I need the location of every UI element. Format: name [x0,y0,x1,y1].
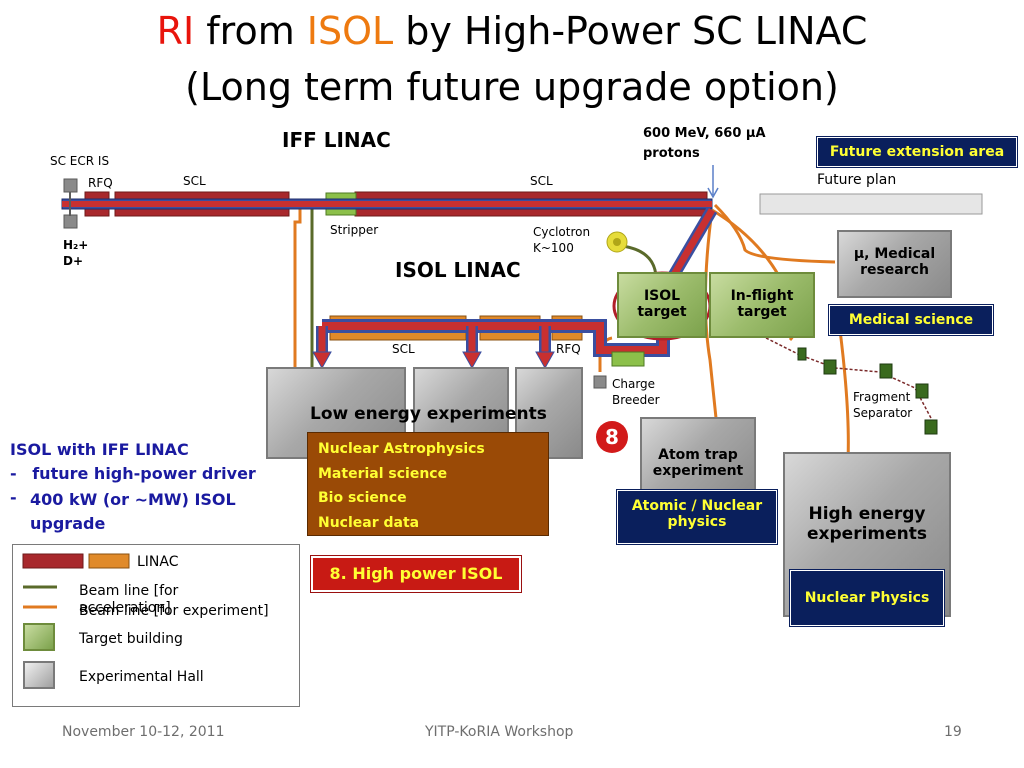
isol-linac [312,315,670,370]
atom-trap-box: Atom trap experiment [640,417,756,497]
footer-event: YITP-KoRIA Workshop [425,724,574,740]
fragment-label-1: Fragment [853,390,911,404]
marker-8-badge: 8 [596,421,628,453]
notes-heading: ISOL with IFF LINAC [10,440,189,459]
h2-label: H₂+ [63,238,89,252]
rfq-bottom-label: RFQ [556,342,581,356]
bullet-marker: - [10,464,17,483]
low-energy-topics-box: Nuclear Astrophysics Material science Bi… [307,432,549,536]
low-energy-label: Low energy experiments [310,404,547,424]
footer-date: November 10-12, 2011 [62,724,225,740]
notes-bullet-1: - future high-power driver [10,464,256,483]
iff-linac-label: IFF LINAC [282,128,391,152]
fragment-label-2: Separator [853,406,913,420]
future-plan-bar [759,193,983,215]
ecr-source-1 [63,178,78,193]
title-ri: RI [156,9,195,53]
future-plan-label: Future plan [817,172,897,188]
slide-subtitle: (Long term future upgrade option) [185,65,839,109]
charge-breeder [611,351,645,367]
high-energy-line2: experiments [807,524,927,544]
isol-target-line2: target [637,304,687,320]
iff-linac [61,191,713,217]
stripper-label: Stripper [330,223,379,237]
atom-trap-line2: experiment [652,463,744,479]
slide-title: RI from ISOL by High-Power SC LINAC [0,8,1024,54]
legend-beam-acc: Beam line [for acceleration] [79,583,179,616]
d-label: D+ [63,254,84,268]
legend: LINAC Beam line [for acceleration] Beam … [12,544,300,707]
fragment-magnets [797,347,938,435]
legend-target-building: Target building [79,631,183,647]
topic-material-science: Material science [318,465,448,482]
inflight-target-line1: In-flight [730,288,794,304]
atomic-nuclear-box: Atomic / Nuclear physics [617,490,777,544]
ecr-source-2 [63,214,78,229]
isol-target-box: ISOL target [617,272,707,338]
atom-trap-line1: Atom trap [658,447,738,463]
title-isol: ISOL [306,9,394,53]
legend-linac: LINAC [137,554,179,570]
legend-exp-hall: Experimental Hall [79,669,204,685]
footer-page-number: 19 [944,724,962,740]
mu-medical-line2: research [860,262,929,278]
inflight-target-line2: target [737,304,787,320]
mu-medical-line1: μ, Medical [853,246,936,262]
scl-bottom-label: SCL [392,342,415,356]
inflight-target-box: In-flight target [709,272,815,338]
charge-breeder-label-1: Charge [612,377,656,391]
topic-nuclear-astrophysics: Nuclear Astrophysics [318,441,485,457]
isol-linac-label: ISOL LINAC [395,258,521,282]
cyclotron-label-1: Cyclotron [533,225,591,239]
isol-target-line1: ISOL [643,288,681,304]
legend-hall-swatch [23,661,55,689]
topic-nuclear-data: Nuclear data [318,514,420,531]
notes-bullet-2: - 400 kW (or ~MW) ISOL upgrade [10,488,236,533]
medical-science-box: Medical science [829,305,993,335]
bullet-marker: - [10,488,17,507]
protons-label-1: 600 MeV, 660 μA [643,126,766,141]
title-from: from [194,9,307,53]
charge-breeder-label-2: Breeder [612,393,660,407]
scl-top-left-label: SCL [183,174,206,188]
nuclear-physics-box: Nuclear Physics [790,570,944,626]
legend-beam-exp: Beam line [for experiment] [79,603,269,619]
atomic-nuclear-line1: Atomic / Nuclear [631,498,763,514]
high-power-isol-box: 8. High power ISOL [311,556,521,592]
scl-top-right-label: SCL [530,174,553,188]
sc-ecr-is-label: SC ECR IS [50,154,110,168]
mu-medical-box: μ, Medical research [837,230,952,298]
topic-bio-science: Bio science [318,490,407,506]
legend-swatches [22,553,130,609]
high-energy-line1: High energy [808,504,926,524]
rfq-top-label: RFQ [88,176,113,190]
cyclotron-label-2: K~100 [533,241,574,255]
title-rest: by High-Power SC LINAC [393,9,868,53]
protons-label-2: protons [643,146,700,161]
atomic-nuclear-line2: physics [667,514,727,530]
future-extension-box: Future extension area [817,137,1017,167]
legend-target-swatch [23,623,55,651]
